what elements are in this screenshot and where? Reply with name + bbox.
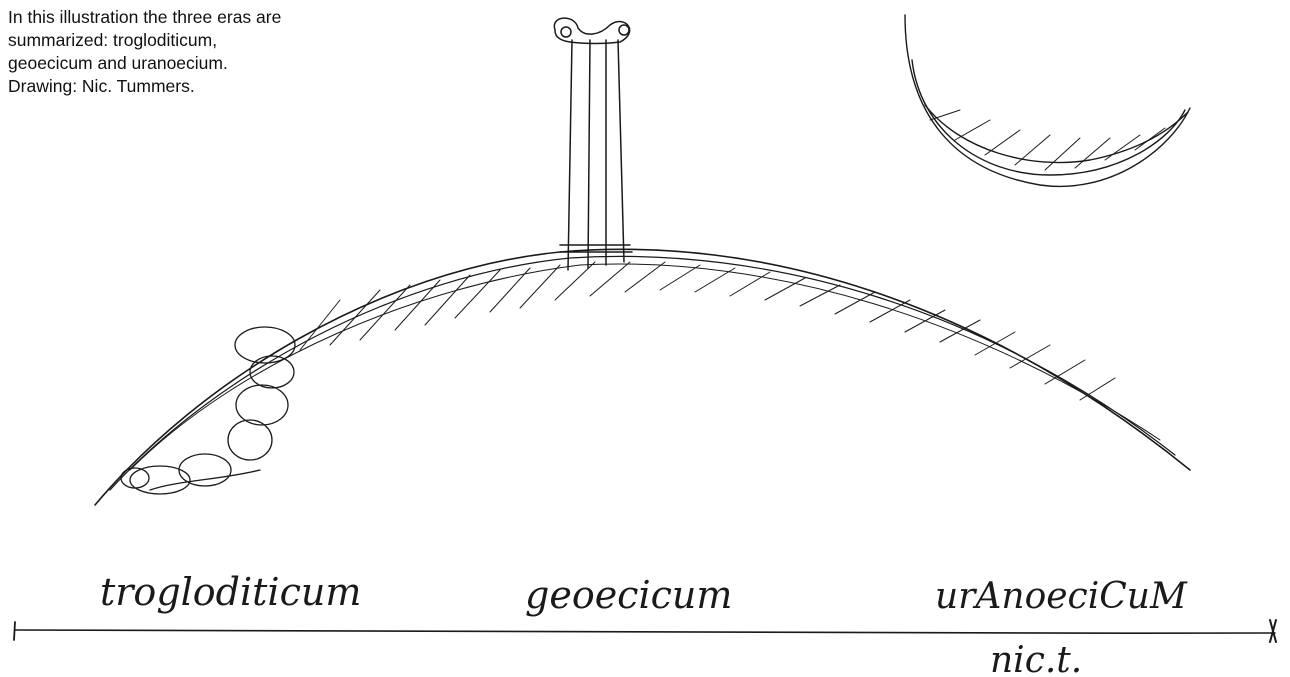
label-uranoecicum: urAnoeciCuM	[935, 576, 1188, 617]
sky-bowl	[905, 15, 1190, 186]
column-tower	[554, 18, 632, 270]
label-trogloditicum: trogloditicum	[100, 570, 361, 614]
timeline-start-tick	[14, 622, 15, 640]
earth-dome	[95, 249, 1190, 505]
label-geoecicum: geoecicum	[525, 573, 732, 617]
cave-cluster	[121, 327, 295, 494]
timeline-end-tick	[1270, 620, 1276, 642]
signature: nic.t.	[990, 640, 1082, 677]
timeline	[14, 620, 1276, 642]
